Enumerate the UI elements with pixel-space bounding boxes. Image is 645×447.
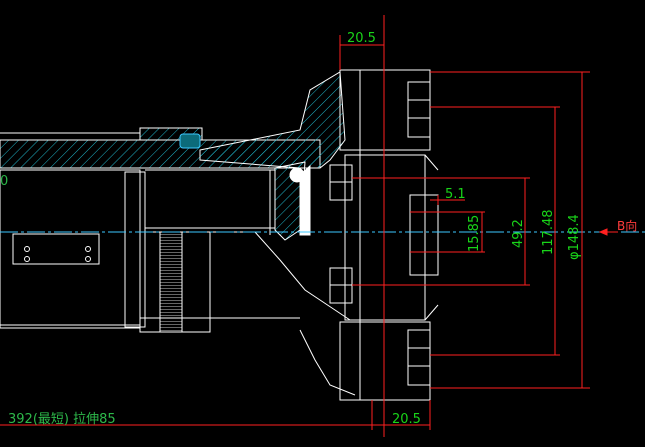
dim-bore: 15.85 [467, 215, 482, 252]
dim-outer-diameter: φ148.4 [567, 214, 582, 260]
bolt-top [407, 81, 431, 138]
left-edge-mark: 0 [0, 174, 8, 189]
housing-hatched-section [199, 71, 346, 169]
dim-inner-bolt-circle: 49.2 [511, 219, 526, 248]
slot-pins [24, 246, 91, 262]
shaft-collar [124, 171, 146, 328]
centerlines [0, 15, 645, 437]
seal-ring [139, 127, 203, 149]
dim-outer-bolt-circle: 117.48 [541, 210, 556, 256]
dim-small-step: 5.1 [445, 187, 466, 202]
view-direction-label: B向 [617, 218, 637, 233]
shaft-body [0, 169, 141, 329]
bolt-heads [329, 81, 431, 386]
dim-bottom-width: 20.5 [392, 412, 421, 427]
bolt-bottom [407, 329, 431, 386]
flange-housing [199, 71, 356, 396]
dimension-lines [0, 35, 618, 430]
bottom-note: 392(最短) 拉伸85 [8, 412, 116, 427]
flange-body [339, 69, 439, 401]
knurled-ring [159, 231, 183, 333]
dim-top-width: 20.5 [347, 31, 376, 46]
detent-ball [289, 167, 305, 183]
shaft-slot [12, 233, 100, 265]
